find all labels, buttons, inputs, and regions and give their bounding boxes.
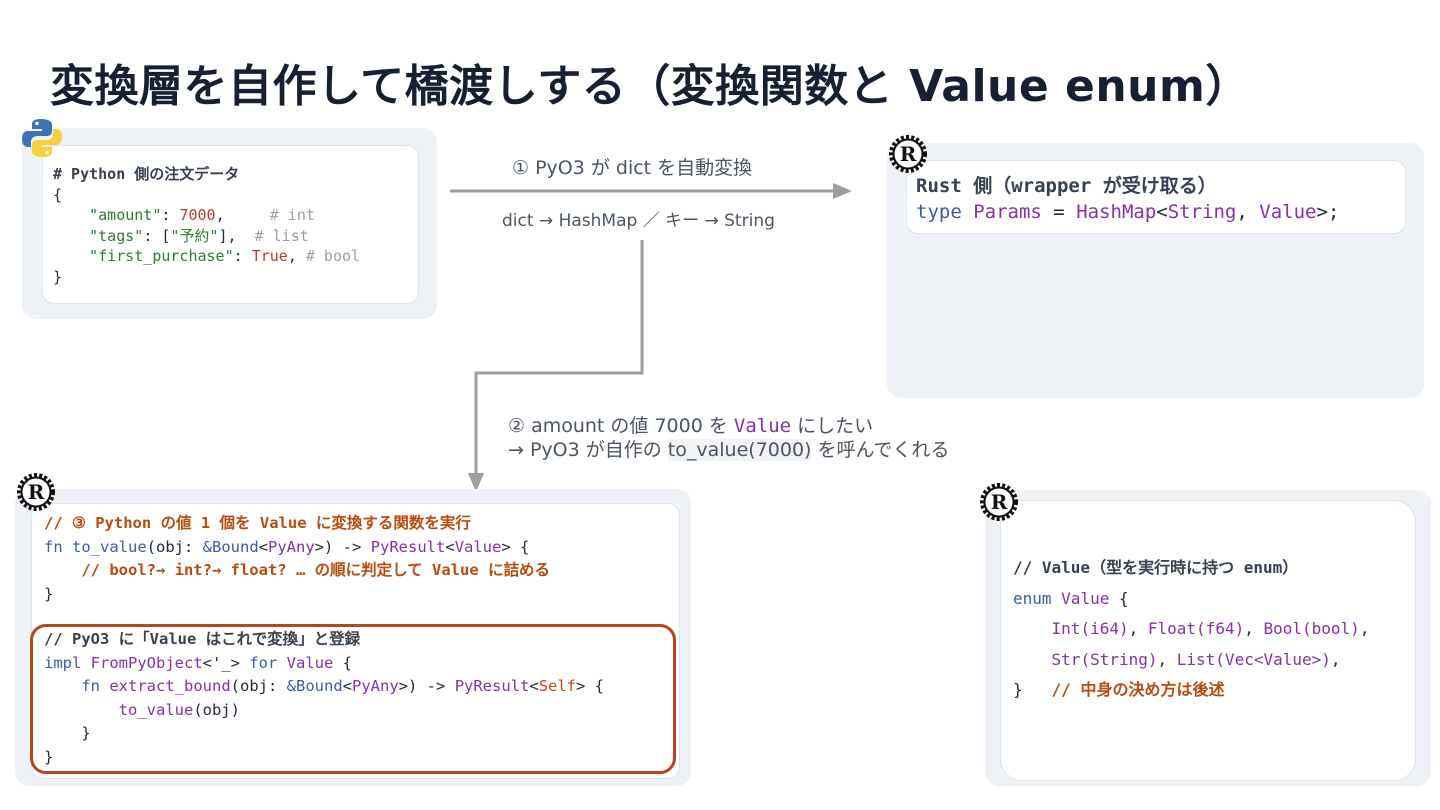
value-type-label: Value	[733, 415, 792, 437]
rust-wrapper-heading: Rust 側（wrapper が受け取る）	[916, 175, 1217, 197]
page-title: 変換層を自作して橋渡しする（変換関数と Value enum）	[50, 61, 1250, 112]
enum-comment: // Value（型を実行時に持つ enum）	[1013, 558, 1299, 577]
rust-conversion-card	[31, 503, 680, 779]
dict-key: "tags"	[89, 226, 144, 245]
dict-value: True	[251, 247, 288, 265]
arrow2-label-line2: → PyO3 が自作の to_value(7000) を呼んでくれる	[508, 439, 950, 461]
dict-value: "予約"	[170, 226, 219, 245]
arrow1-label: ① PyO3 が dict を自動変換	[512, 157, 753, 179]
rust-wrapper-card: Rust 側（wrapper が受け取る） type Params = Hash…	[906, 160, 1406, 234]
enum-note: // 中身の決め方は後述	[1051, 680, 1225, 700]
dispatch-comment: // bool?→ int?→ float? … の順に判定して Value に…	[81, 561, 550, 579]
dict-value: 7000	[179, 206, 216, 224]
svg-text:R: R	[991, 490, 1008, 514]
right-arrow	[450, 183, 852, 199]
impl-code: // PyO3 に「Value はこれで変換」と登録 impl FromPyOb…	[44, 630, 605, 766]
step3-comment: // ③ Python の値 1 個を Value に変換する関数を実行	[44, 514, 471, 532]
close-brace: }	[53, 267, 63, 286]
type-comment: # list	[254, 226, 309, 245]
rust-logo-icon: R	[980, 483, 1018, 521]
to-value-call-label: to_value(7000)	[667, 439, 812, 461]
enum-code: // Value（型を実行時に持つ enum） enum Value { Int…	[1013, 558, 1370, 700]
type-comment: # int	[269, 206, 315, 224]
to-value-fn-name: to_value	[72, 537, 147, 556]
type-comment: # bool	[305, 247, 361, 265]
dict-key: "first_purchase"	[89, 247, 234, 265]
rust-logo-icon: R	[889, 135, 927, 173]
impl-comment: // PyO3 に「Value はこれで変換」と登録	[44, 630, 361, 648]
svg-text:R: R	[28, 480, 45, 504]
rust-wrapper-code: Rust 側（wrapper が受け取る） type Params = Hash…	[916, 175, 1340, 223]
python-logo-icon	[22, 119, 62, 157]
open-brace: {	[53, 185, 63, 204]
rust-logo-icon: R	[17, 473, 55, 511]
svg-text:R: R	[900, 142, 917, 166]
to-value-code: // ③ Python の値 1 個を Value に変換する関数を実行 fn …	[44, 514, 550, 603]
arrow2-label-line1: ② amount の値 7000 を Value にしたい	[508, 415, 874, 437]
python-code: # Python 側の注文データ { "amount": 7000, # int…	[53, 165, 361, 286]
enum-card	[1000, 500, 1416, 781]
arrow1-sublabel: dict → HashMap ／ キー → String	[502, 211, 775, 231]
dict-key: "amount"	[89, 206, 162, 224]
python-code-card: # Python 側の注文データ { "amount": 7000, # int…	[42, 145, 419, 304]
down-arrow	[468, 240, 644, 492]
impl-highlight-box	[30, 624, 676, 774]
python-comment: # Python 側の注文データ	[53, 165, 240, 183]
